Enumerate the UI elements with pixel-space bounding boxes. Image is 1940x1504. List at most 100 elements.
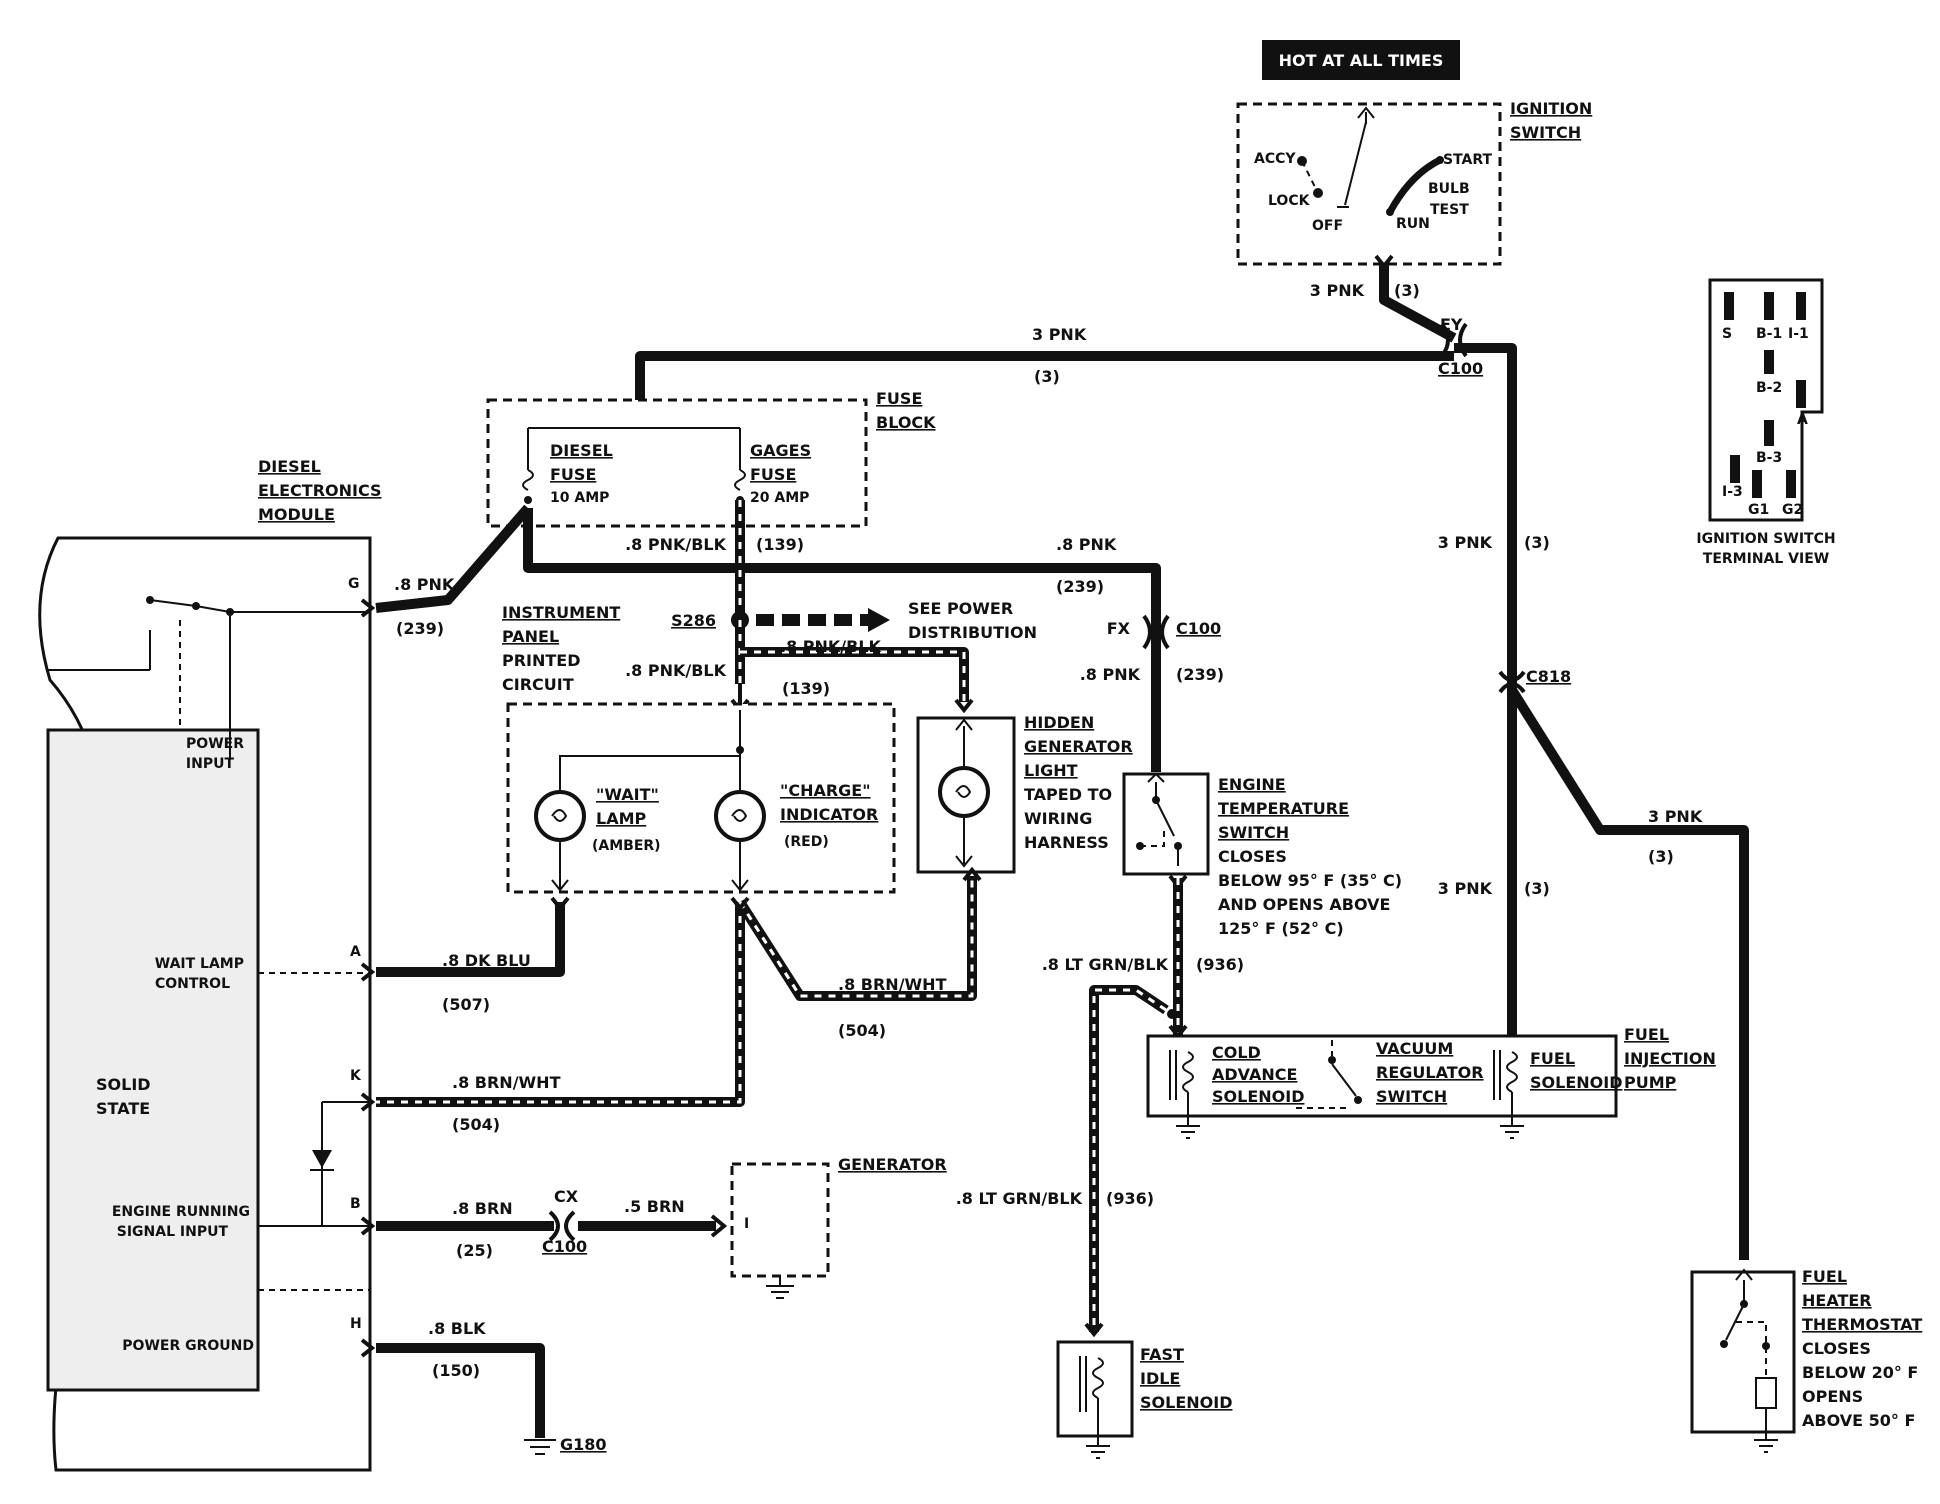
svg-text:(150): (150) — [432, 1361, 480, 1380]
svg-text:ENGINE RUNNING: ENGINE RUNNING — [112, 1204, 250, 1220]
connector-labels: EY C100 FX C100 C818 CX C100 G180 — [542, 315, 1571, 1454]
svg-text:.8 PNK/BLK: .8 PNK/BLK — [625, 661, 727, 680]
fuel-heater-thermostat: FUEL HEATER THERMOSTAT CLOSES BELOW 20° … — [1690, 1267, 1922, 1453]
svg-text:SIGNAL INPUT: SIGNAL INPUT — [117, 1224, 229, 1240]
svg-text:3 PNK: 3 PNK — [1648, 807, 1703, 826]
svg-text:(507): (507) — [442, 995, 490, 1014]
svg-text:B-3: B-3 — [1756, 450, 1782, 466]
svg-text:.8 BLK: .8 BLK — [428, 1319, 486, 1338]
svg-text:BELOW 20° F: BELOW 20° F — [1802, 1363, 1918, 1382]
svg-text:.8 BRN/WHT: .8 BRN/WHT — [838, 975, 947, 994]
svg-text:EY: EY — [1440, 315, 1463, 334]
svg-text:(3): (3) — [1524, 879, 1550, 898]
wire-8-pnk-239-module — [375, 504, 532, 613]
svg-text:20 AMP: 20 AMP — [750, 490, 809, 506]
svg-text:FUSE: FUSE — [876, 389, 922, 408]
svg-text:.8 BRN: .8 BRN — [452, 1199, 513, 1218]
instrument-panel-printed-circuit: "WAIT" LAMP (AMBER) "CHARGE" INDICATOR (… — [502, 603, 896, 894]
svg-text:10 AMP: 10 AMP — [550, 490, 609, 506]
svg-text:(3): (3) — [1394, 281, 1420, 300]
svg-text:GENERATOR: GENERATOR — [838, 1155, 947, 1174]
svg-text:FUSE: FUSE — [550, 465, 596, 484]
svg-text:DIESEL: DIESEL — [550, 441, 613, 460]
svg-text:VACUUM: VACUUM — [1376, 1039, 1453, 1058]
svg-text:INPUT: INPUT — [186, 756, 235, 772]
svg-text:AND OPENS ABOVE: AND OPENS ABOVE — [1218, 895, 1390, 914]
svg-text:PUMP: PUMP — [1624, 1073, 1677, 1092]
svg-text:C100: C100 — [1438, 359, 1483, 378]
hidden-generator-light: HIDDEN GENERATOR LIGHT TAPED TO WIRING H… — [916, 713, 1133, 874]
svg-text:(139): (139) — [782, 679, 830, 698]
svg-text:H: H — [350, 1316, 362, 1332]
svg-text:(3): (3) — [1524, 533, 1550, 552]
svg-text:(936): (936) — [1106, 1189, 1154, 1208]
svg-text:(239): (239) — [1056, 577, 1104, 596]
svg-text:3 PNK: 3 PNK — [1438, 533, 1493, 552]
svg-text:(RED): (RED) — [784, 834, 829, 850]
svg-text:A: A — [1797, 412, 1808, 428]
generator: I GENERATOR — [730, 1155, 947, 1299]
svg-text:SWITCH: SWITCH — [1510, 123, 1581, 142]
ignition-switch-terminal-view: S B-1 I-1 B-2 A B-3 I-3 G1 G2 IGNITION S… — [1696, 278, 1836, 567]
svg-text:B: B — [350, 1196, 361, 1212]
svg-text:G180: G180 — [560, 1435, 607, 1454]
svg-text:S286: S286 — [671, 611, 716, 630]
svg-text:"WAIT": "WAIT" — [596, 785, 659, 804]
svg-text:TEMPERATURE: TEMPERATURE — [1218, 799, 1349, 818]
diesel-electronics-module: DIESEL ELECTRONICS MODULE SOLID STATE PO… — [38, 457, 382, 1472]
wire-8-dk-blu-507 — [376, 896, 570, 977]
svg-text:CIRCUIT: CIRCUIT — [502, 675, 574, 694]
svg-text:I-1: I-1 — [1788, 326, 1809, 342]
svg-text:GAGES: GAGES — [750, 441, 811, 460]
svg-text:.8 PNK/BLK: .8 PNK/BLK — [625, 535, 727, 554]
svg-text:(239): (239) — [1176, 665, 1224, 684]
svg-text:(AMBER): (AMBER) — [592, 838, 661, 854]
svg-text:(504): (504) — [838, 1021, 886, 1040]
svg-text:.8 DK BLU: .8 DK BLU — [442, 951, 531, 970]
svg-text:.8 LT GRN/BLK: .8 LT GRN/BLK — [956, 1189, 1083, 1208]
svg-text:.8 BRN/WHT: .8 BRN/WHT — [452, 1073, 561, 1092]
wire-8-blk-150 — [376, 1343, 556, 1455]
svg-text:LIGHT: LIGHT — [1024, 761, 1078, 780]
svg-text:ABOVE 50° F: ABOVE 50° F — [1802, 1411, 1915, 1430]
svg-text:BELOW 95° F (35° C): BELOW 95° F (35° C) — [1218, 871, 1402, 890]
svg-text:BULB: BULB — [1428, 181, 1470, 197]
svg-text:C818: C818 — [1526, 667, 1571, 686]
svg-text:(239): (239) — [396, 619, 444, 638]
svg-text:TEST: TEST — [1430, 202, 1469, 218]
svg-text:SOLENOID: SOLENOID — [1212, 1087, 1304, 1106]
svg-text:S: S — [1722, 326, 1732, 342]
svg-text:K: K — [350, 1068, 362, 1084]
svg-text:TAPED TO: TAPED TO — [1024, 785, 1112, 804]
svg-text:(3): (3) — [1648, 847, 1674, 866]
svg-text:(936): (936) — [1196, 955, 1244, 974]
splice-s286: S286 SEE POWER DISTRIBUTION — [671, 599, 1037, 642]
svg-text:PANEL: PANEL — [502, 627, 559, 646]
svg-text:INSTRUMENT: INSTRUMENT — [502, 603, 620, 622]
svg-text:COLD: COLD — [1212, 1043, 1261, 1062]
svg-text:DISTRIBUTION: DISTRIBUTION — [908, 623, 1037, 642]
svg-text:SWITCH: SWITCH — [1376, 1087, 1447, 1106]
svg-text:HIDDEN: HIDDEN — [1024, 713, 1094, 732]
svg-text:DIESEL: DIESEL — [258, 457, 321, 476]
fuse-block: DIESEL FUSE 10 AMP GAGES FUSE 20 AMP FUS… — [486, 389, 936, 528]
svg-text:CONTROL: CONTROL — [155, 976, 230, 992]
svg-text:STATE: STATE — [96, 1099, 150, 1118]
svg-text:B-2: B-2 — [1756, 380, 1782, 396]
svg-text:POWER: POWER — [186, 736, 244, 752]
svg-text:FX: FX — [1107, 619, 1131, 638]
svg-text:BLOCK: BLOCK — [876, 413, 936, 432]
svg-text:.8 PNK: .8 PNK — [394, 575, 455, 594]
svg-text:REGULATOR: REGULATOR — [1376, 1063, 1484, 1082]
wire-labels: 3 PNK (3) 3 PNK (3) 3 PNK (3) 3 PNK (3) … — [394, 281, 1703, 1380]
wire-8-pnk-blk-139 — [730, 500, 974, 714]
svg-text:.8 LT GRN/BLK: .8 LT GRN/BLK — [1042, 955, 1169, 974]
svg-text:SEE POWER: SEE POWER — [908, 599, 1013, 618]
svg-text:(25): (25) — [456, 1241, 493, 1260]
svg-text:ACCY: ACCY — [1254, 151, 1296, 167]
svg-text:CLOSES: CLOSES — [1802, 1339, 1871, 1358]
svg-text:THERMOSTAT: THERMOSTAT — [1802, 1315, 1922, 1334]
svg-text:IGNITION SWITCH: IGNITION SWITCH — [1696, 531, 1835, 547]
svg-text:CLOSES: CLOSES — [1218, 847, 1287, 866]
